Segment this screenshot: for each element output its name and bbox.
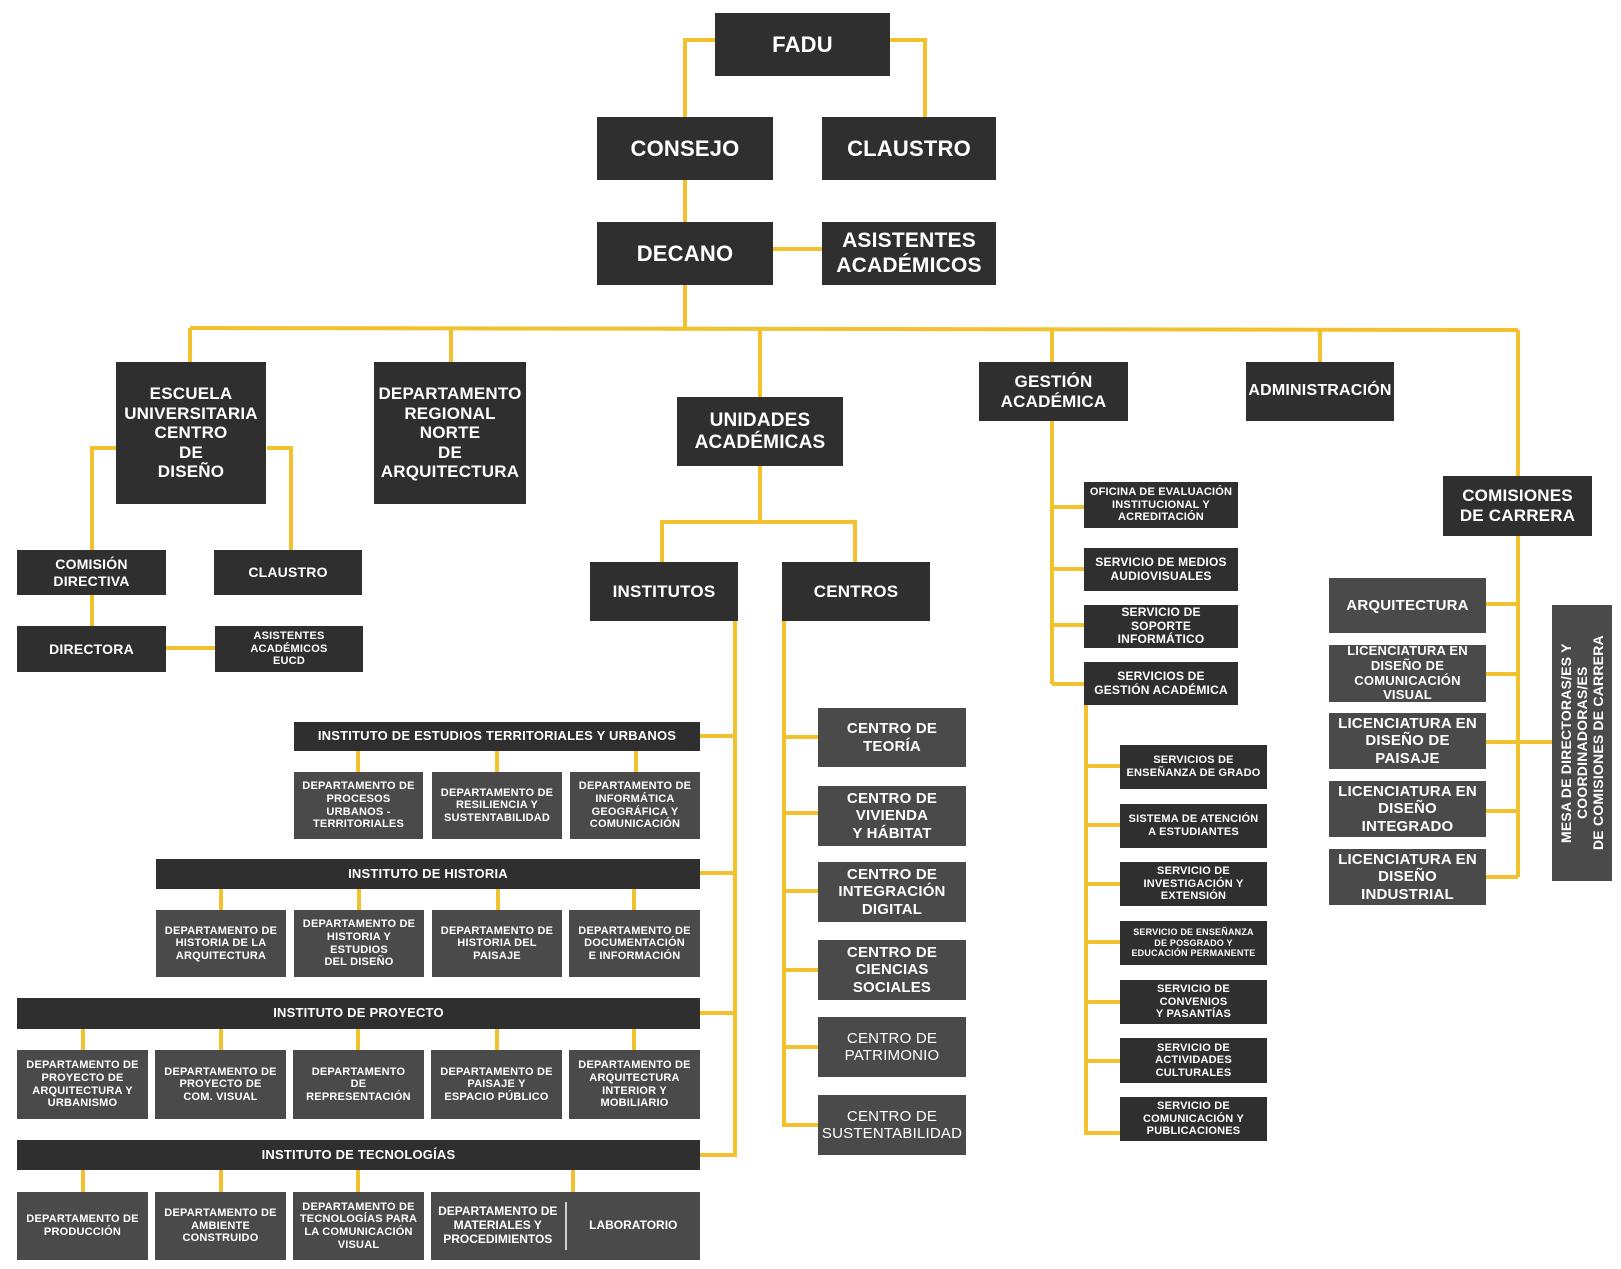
dept-tecnologias-com-visual: DEPARTAMENTO DE TECNOLOGÍAS PARA LA COMU…	[293, 1192, 424, 1260]
fadu-box: FADU	[715, 13, 890, 76]
dept-paisaje-espacio-publico: DEPARTAMENTO DE PAISAJE Y ESPACIO PÚBLIC…	[431, 1050, 562, 1119]
servicio-ensenanza-grado: SERVICIOS DE ENSEÑANZA DE GRADO	[1120, 745, 1267, 789]
divider	[564, 1202, 567, 1250]
claustro-box: CLAUSTRO	[822, 117, 996, 180]
dept-documentacion: DEPARTAMENTO DE DOCUMENTACIÓN E INFORMAC…	[569, 910, 700, 977]
servicio-convenios: SERVICIO DE CONVENIOS Y PASANTÍAS	[1120, 980, 1267, 1024]
dept-procesos-urbanos: DEPARTAMENTO DE PROCESOS URBANOS - TERRI…	[294, 772, 423, 839]
carrera-diseno-industrial: LICENCIATURA EN DISEÑO INDUSTRIAL	[1329, 849, 1486, 905]
dept-informatica-geografica: DEPARTAMENTO DE INFORMÁTICA GEOGRÁFICA Y…	[570, 772, 700, 839]
mesa-directoras-box: MESA DE DIRECTORAS/ES Y COORDINADORAS/ES…	[1552, 605, 1612, 881]
centro-patrimonio: CENTRO DE PATRIMONIO	[818, 1017, 966, 1077]
dept-produccion: DEPARTAMENTO DE PRODUCCIÓN	[17, 1192, 148, 1260]
instituto-territoriales-header: INSTITUTO DE ESTUDIOS TERRITORIALES Y UR…	[294, 722, 700, 751]
servicio-soporte-informatico: SERVICIO DE SOPORTE INFORMÁTICO	[1084, 605, 1238, 648]
carrera-comunicacion-visual: LICENCIATURA EN DISEÑO DE COMUNICACIÓN V…	[1329, 643, 1486, 702]
centro-vivienda: CENTRO DE VIVIENDA Y HÁBITAT	[818, 786, 966, 846]
centro-sustentabilidad: CENTRO DE SUSTENTABILIDAD	[818, 1095, 966, 1155]
asistentes-academicos-box: ASISTENTES ACADÉMICOS	[822, 222, 996, 285]
dept-historia-diseno: DEPARTAMENTO DE HISTORIA Y ESTUDIOS DEL …	[294, 910, 424, 977]
decano-box: DECANO	[597, 222, 773, 285]
centros-box: CENTROS	[782, 562, 930, 621]
centro-ciencias-sociales: CENTRO DE CIENCIAS SOCIALES	[818, 940, 966, 1000]
dept-ambiente-construido: DEPARTAMENTO DE AMBIENTE CONSTRUIDO	[155, 1192, 286, 1260]
servicios-gestion-academica: SERVICIOS DE GESTIÓN ACADÉMICA	[1084, 662, 1238, 705]
servicio-comunicacion: SERVICIO DE COMUNICACIÓN Y PUBLICACIONES	[1120, 1097, 1267, 1141]
dept-materiales: DEPARTAMENTO DE MATERIALES Y PROCEDIMIEN…	[438, 1204, 558, 1246]
carrera-diseno-paisaje: LICENCIATURA EN DISEÑO DE PAISAJE	[1329, 713, 1486, 769]
instituto-proyecto-header: INSTITUTO DE PROYECTO	[17, 998, 700, 1029]
institutos-box: INSTITUTOS	[590, 562, 738, 621]
administracion-box: ADMINISTRACIÓN	[1246, 362, 1394, 421]
dept-historia-arquitectura: DEPARTAMENTO DE HISTORIA DE LA ARQUITECT…	[156, 910, 286, 977]
asistentes-eucd-box: ASISTENTES ACADÉMICOS EUCD	[215, 626, 363, 672]
carrera-arquitectura: ARQUITECTURA	[1329, 578, 1486, 633]
instituto-historia-header: INSTITUTO DE HISTORIA	[156, 859, 700, 889]
carrera-diseno-integrado: LICENCIATURA EN DISEÑO INTEGRADO	[1329, 781, 1486, 837]
consejo-box: CONSEJO	[597, 117, 773, 180]
servicio-medios-audiovisuales: SERVICIO DE MEDIOS AUDIOVISUALES	[1084, 548, 1238, 591]
unidades-academicas-box: UNIDADES ACADÉMICAS	[677, 397, 843, 466]
comisiones-de-carrera-box: COMISIONES DE CARRERA	[1443, 476, 1592, 536]
gestion-academica-box: GESTIÓN ACADÉMICA	[979, 362, 1128, 421]
escuela-box: ESCUELA UNIVERSITARIA CENTRO DE DISEÑO	[116, 362, 266, 504]
centro-teoria: CENTRO DE TEORÍA	[818, 708, 966, 767]
oficina-evaluacion: OFICINA DE EVALUACIÓN INSTITUCIONAL Y AC…	[1084, 482, 1238, 528]
dept-representacion: DEPARTAMENTO DE REPRESENTACIÓN	[293, 1050, 424, 1119]
dept-proyecto-arquitectura: DEPARTAMENTO DE PROYECTO DE ARQUITECTURA…	[17, 1050, 148, 1119]
dept-historia-paisaje: DEPARTAMENTO DE HISTORIA DEL PAISAJE	[432, 910, 562, 977]
claustro-eucd-box: CLAUSTRO	[214, 550, 362, 595]
sistema-atencion-estudiantes: SISTEMA DE ATENCIÓN A ESTUDIANTES	[1120, 804, 1267, 848]
dept-proyecto-com-visual: DEPARTAMENTO DE PROYECTO DE COM. VISUAL	[155, 1050, 286, 1119]
servicio-investigacion: SERVICIO DE INVESTIGACIÓN Y EXTENSIÓN	[1120, 862, 1267, 906]
comision-directiva-box: COMISIÓN DIRECTIVA	[17, 550, 166, 595]
laboratorio: LABORATORIO	[589, 1218, 678, 1233]
instituto-tecnologias-header: INSTITUTO DE TECNOLOGÍAS	[17, 1140, 700, 1170]
dept-resiliencia: DEPARTAMENTO DE RESILIENCIA Y SUSTENTABI…	[432, 772, 562, 839]
departamento-regional-box: DEPARTAMENTO REGIONAL NORTE DE ARQUITECT…	[374, 362, 526, 504]
centro-integracion-digital: CENTRO DE INTEGRACIÓN DIGITAL	[818, 862, 966, 922]
dept-materiales-laboratorio: DEPARTAMENTO DE MATERIALES Y PROCEDIMIEN…	[431, 1192, 700, 1260]
directora-box: DIRECTORA	[17, 626, 166, 672]
servicio-actividades-culturales: SERVICIO DE ACTIVIDADES CULTURALES	[1120, 1038, 1267, 1083]
servicio-posgrado: SERVICIO DE ENSEÑANZA DE POSGRADO Y EDUC…	[1120, 921, 1267, 965]
dept-arquitectura-interior: DEPARTAMENTO DE ARQUITECTURA INTERIOR Y …	[569, 1050, 700, 1119]
